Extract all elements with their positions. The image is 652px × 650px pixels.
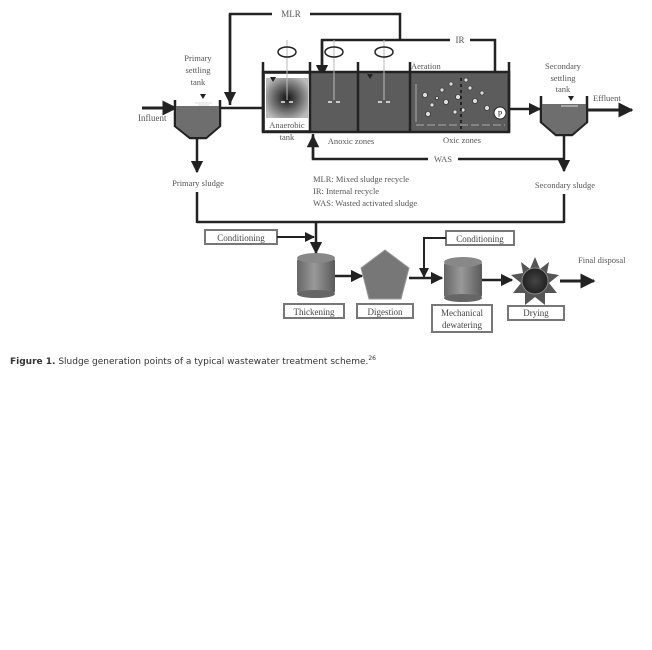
final-disposal-label: Final disposal (578, 255, 626, 265)
caption-text: Sludge generation points of a typical wa… (55, 357, 369, 367)
ir-recycle-line: IR (315, 34, 497, 98)
drying-label-box: Drying (507, 305, 565, 321)
svg-text:WAS: Wasted activated sludge: WAS: Wasted activated sludge (313, 198, 417, 208)
pump-icon (493, 106, 507, 120)
effluent-label: Effluent (593, 93, 621, 103)
secondary-sludge-label: Secondary sludge (535, 180, 595, 190)
figure-label: Figure 1. (10, 357, 56, 367)
mechanical-dewatering-unit (444, 257, 482, 302)
svg-text:Mechanical: Mechanical (441, 308, 483, 318)
thickening-label-box: Thickening (283, 303, 345, 319)
primary-sludge-label: Primary sludge (172, 178, 224, 188)
secondary-settling-tank: Secondary settling tank (539, 61, 589, 137)
mlr-label: MLR (281, 9, 301, 19)
thickening-unit (297, 253, 335, 298)
mechanical-dewatering-label-box: Mechanical dewatering (431, 304, 493, 333)
conditioning-box-2: Conditioning (445, 230, 515, 246)
svg-text:P: P (498, 110, 503, 119)
mlr-recycle-line: MLR (223, 8, 402, 105)
svg-text:Secondary: Secondary (545, 61, 582, 71)
digestion-label-box: Digestion (356, 303, 414, 319)
svg-text:tank: tank (556, 84, 571, 94)
svg-text:Digestion: Digestion (368, 307, 403, 317)
was-label: WAS (434, 154, 452, 164)
svg-text:Conditioning: Conditioning (217, 233, 265, 243)
legend: MLR: Mixed sludge recycle IR: Internal r… (313, 174, 417, 208)
svg-text:Conditioning: Conditioning (456, 234, 504, 244)
was-line: WAS (306, 134, 571, 173)
drying-unit (511, 257, 559, 305)
svg-text:settling: settling (185, 65, 211, 75)
svg-text:Primary: Primary (184, 53, 212, 63)
caption-reference: 26 (368, 355, 376, 362)
mixer-icon (324, 40, 344, 103)
svg-text:tank: tank (191, 77, 206, 87)
influent-label: Influent (138, 113, 167, 123)
anaerobic-tank-label: Anaerobic (269, 120, 305, 130)
anaerobic-tank-label-2: tank (280, 132, 295, 142)
ir-label: IR (456, 35, 465, 45)
conditioning-box-1: Conditioning (204, 229, 278, 245)
svg-text:Thickening: Thickening (294, 307, 335, 317)
bioreactor: P Anaerobic tank Anoxic zones Oxic zones… (261, 40, 511, 146)
oxic-zones-label: Oxic zones (443, 135, 481, 145)
figure-caption: Figure 1. Sludge generation points of a … (10, 355, 376, 367)
svg-text:settling: settling (550, 73, 576, 83)
svg-text:Drying: Drying (523, 308, 549, 318)
aeration-bubbles (422, 77, 490, 117)
mixer-icon (374, 40, 394, 103)
digestion-unit (360, 249, 410, 300)
svg-text:MLR: Mixed sludge recycle: MLR: Mixed sludge recycle (313, 174, 409, 184)
svg-text:IR: Internal recycle: IR: Internal recycle (313, 186, 379, 196)
aeration-label: Aeration (411, 61, 441, 71)
anoxic-zones-label: Anoxic zones (328, 136, 375, 146)
svg-text:dewatering: dewatering (442, 320, 482, 330)
wastewater-treatment-diagram: MLR IR Influent Primary settling tank (138, 8, 634, 333)
mixer-icon (277, 40, 297, 103)
conditioning-2-line (423, 237, 446, 276)
primary-settling-tank: Primary settling tank (173, 53, 222, 140)
